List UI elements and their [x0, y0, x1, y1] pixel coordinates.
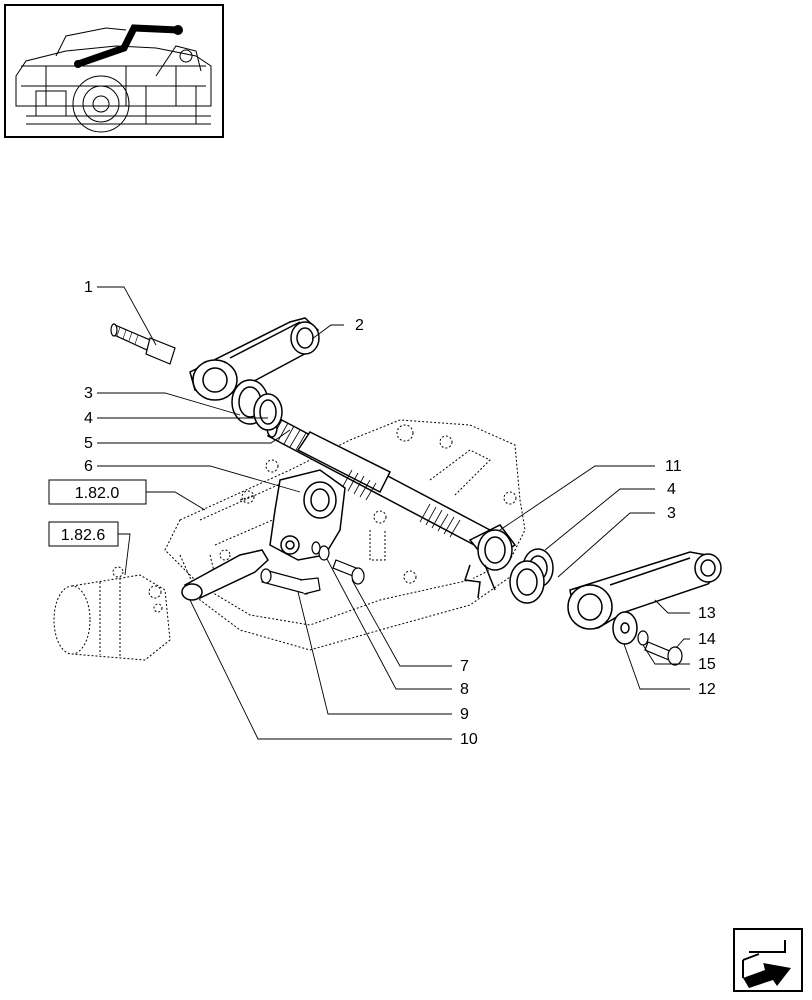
next-page-arrow-icon [742, 940, 791, 988]
stud-bolt [110, 323, 176, 365]
reference-1-82-0-label: 1.82.0 [75, 485, 120, 502]
callout-9: 9 [460, 706, 469, 723]
lever-arm [181, 549, 269, 601]
callout-3-right: 3 [667, 505, 676, 522]
callout-2: 2 [355, 317, 364, 334]
inner-lever [269, 469, 346, 561]
right-bushing-with-bracket [464, 524, 517, 599]
left-seal-ring [253, 393, 283, 431]
reference-1-82-6[interactable]: 1.82.6 [48, 521, 119, 547]
bolt [332, 559, 365, 585]
callout-15: 15 [698, 656, 716, 673]
tractor-lift-lever-overview-icon [15, 24, 212, 133]
reference-1-82-0[interactable]: 1.82.0 [48, 479, 147, 505]
spring-washer [311, 541, 330, 561]
lock-washer [637, 630, 649, 646]
callout-13: 13 [698, 605, 716, 622]
right-bushing [509, 560, 545, 604]
washer [612, 611, 638, 645]
callout-4-right: 4 [667, 481, 676, 498]
callout-3-left: 3 [84, 385, 93, 402]
callout-5: 5 [84, 435, 93, 452]
callout-10: 10 [460, 731, 478, 748]
pin [260, 568, 321, 595]
callout-4-left: 4 [84, 410, 93, 427]
right-lift-arm [567, 551, 722, 630]
retaining-bolt [644, 641, 683, 666]
reference-1-82-6-label: 1.82.6 [61, 527, 106, 544]
callout-12: 12 [698, 681, 716, 698]
callout-8: 8 [460, 681, 469, 698]
callout-11: 11 [665, 458, 682, 475]
callout-6: 6 [84, 458, 93, 475]
next-page-button[interactable] [733, 928, 803, 992]
leader-lines [97, 286, 690, 740]
callout-7: 7 [460, 658, 469, 675]
callout-1: 1 [84, 279, 93, 296]
left-lift-arm [189, 317, 320, 401]
overview-thumbnail [4, 4, 224, 138]
hydraulic-cylinder [53, 566, 171, 661]
callout-14: 14 [698, 631, 716, 648]
